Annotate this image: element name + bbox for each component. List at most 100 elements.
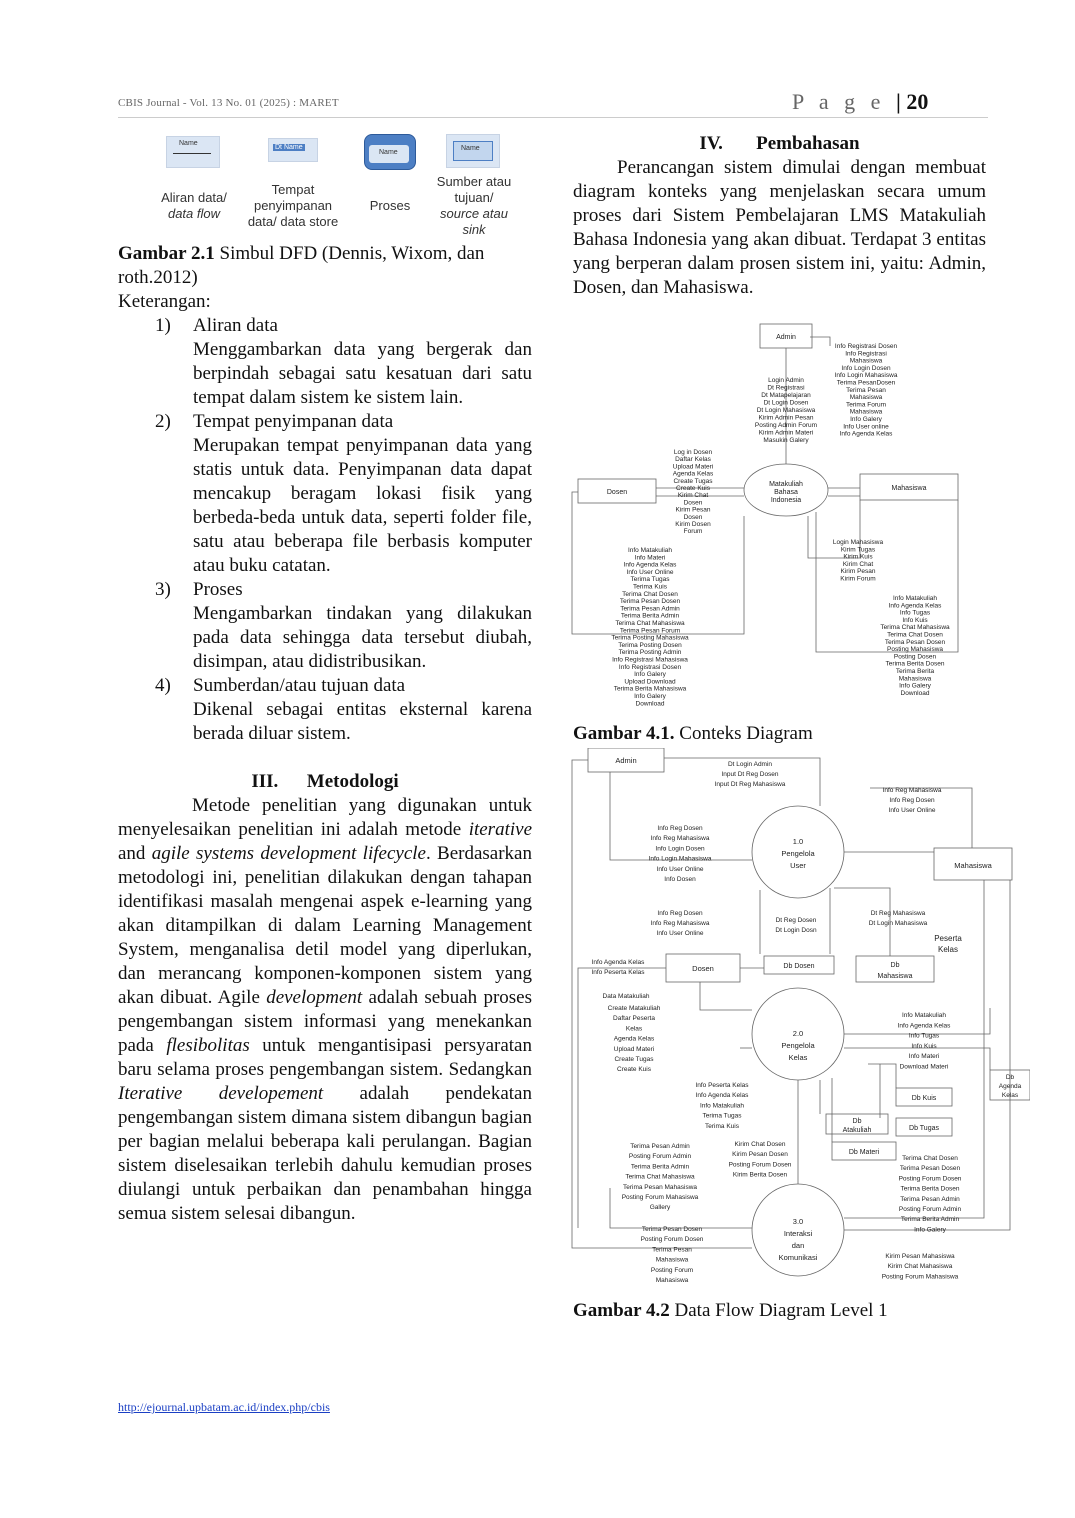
flow-label: Terima Pesan Mahasiswa <box>623 1184 697 1191</box>
flow-label: Kirim Dosen <box>675 521 711 528</box>
process-3-label: 3.0 <box>793 1217 803 1226</box>
flow-label: Upload Materi <box>614 1046 654 1053</box>
flow-label: Posting Forum <box>651 1267 693 1274</box>
flow-label: Terima Berita Admin <box>621 613 680 620</box>
store-label: Atakuliah <box>843 1127 872 1134</box>
flow-label: Info Login Dosen <box>655 845 705 852</box>
symbol-data-store: Dt Name <box>268 138 318 162</box>
process-2-label: Pengelola <box>781 1041 815 1050</box>
flow-label: Terima Tugas <box>630 576 670 583</box>
figure-2-1-caption: Gambar 2.1 Simbul DFD (Dennis, Wixom, da… <box>118 243 485 288</box>
flow-label: Download <box>636 700 665 707</box>
flow-label: Create Kuis <box>617 1066 652 1073</box>
flow-label: Info Matakuliah <box>628 547 672 554</box>
flow-label: Info Agenda Kelas <box>696 1092 750 1099</box>
process-1-label: 1.0 <box>793 837 803 846</box>
flow-label: Create Matakuliah <box>608 1005 661 1012</box>
flow-label: Dt Login Dosen <box>764 400 809 407</box>
arrow-line <box>173 153 211 154</box>
flow-label: Info Agenda Kelas <box>592 959 646 966</box>
flow-label: Info Login Mahasiswa <box>835 372 898 379</box>
flow-label: Dt Matapelajaran <box>761 392 811 399</box>
process-3-label: dan <box>792 1241 805 1250</box>
section-4-paragraph: Perancangan sistem dimulai dengan membua… <box>573 157 986 298</box>
process-1-label: User <box>790 861 806 870</box>
flow-label: Terima Chat Dosen <box>622 591 678 598</box>
flow-label: Posting Forum Dosen <box>899 1175 962 1182</box>
flow-label: Terima Posting Dosen <box>618 642 682 649</box>
flow-label: Upload Materi <box>673 463 713 470</box>
flow-label: Terima Pesan Admin <box>630 1143 690 1150</box>
flow-label: Posting Forum Mahasiswa <box>622 1194 699 1201</box>
flow-label: Terima Berita Admin <box>901 1216 960 1223</box>
flow-label: Info Agenda Kelas <box>840 431 894 438</box>
flow-label: Kirim Forum <box>840 576 875 583</box>
flow-label: Terima Pesan <box>846 387 886 394</box>
flow-label: Terima Pesan Dosen <box>642 1226 703 1233</box>
peserta-kelas-label: Kelas <box>938 945 958 954</box>
flow-label: Kirim Admin Pesan <box>759 415 814 422</box>
flow-label: Create Tugas <box>614 1056 654 1063</box>
flow-label: Info Login Dosen <box>841 365 891 372</box>
flow-label: Mahasiswa <box>656 1277 689 1284</box>
store-label: Mahasiswa <box>877 973 912 980</box>
flow-label: Info Galery <box>634 693 667 700</box>
flow-label: Info Materi <box>635 554 666 561</box>
flow-label: Masukin Galery <box>763 437 809 444</box>
flow-label: Terima Berita Dosen <box>886 661 945 668</box>
store-label: Db Dosen <box>783 963 814 970</box>
figure-2-1: Name Dt Name Name Name Aliran data/data … <box>118 130 532 240</box>
page-indicator: P a g e | 20 <box>792 89 928 115</box>
store-label: Agenda <box>999 1083 1022 1090</box>
label-data-flow: Aliran data/data flow <box>161 190 227 221</box>
flow-label: Info User Online <box>657 866 704 873</box>
flow-label: Terima Chat Dosen <box>902 1155 958 1162</box>
journal-header: CBIS Journal - Vol. 13 No. 01 (2025) : M… <box>118 97 339 109</box>
flow-label: Info Reg Mahasiswa <box>883 787 942 794</box>
flow-label: Kirim Pesan <box>675 507 710 514</box>
flow-label: Terima Chat Mahasiswa <box>625 1174 695 1181</box>
symbol-data-flow: Name <box>166 136 220 168</box>
symbol-chip-label: Name <box>179 140 198 147</box>
flow-label: Create Tugas <box>673 478 713 485</box>
flow-label: Info Galery <box>899 683 932 690</box>
flow-label: Mahasiswa <box>850 394 883 401</box>
flow-label: Agenda Kelas <box>614 1036 655 1043</box>
peserta-kelas-label: Peserta <box>934 934 962 943</box>
flow-label: Info Reg Dosen <box>657 825 703 832</box>
flow-label: Info Reg Mahasiswa <box>651 920 710 927</box>
entity-dosen-box <box>577 478 657 504</box>
flow-label: Terima Pesan Dosen <box>900 1165 961 1172</box>
flow-label: Dt Login Admin <box>728 761 772 768</box>
flow-label: Info Registrasi Dosen <box>619 664 682 671</box>
symbol-chip-label: Dt Name <box>273 144 305 151</box>
flow-label: Terima Posting Admin <box>619 649 682 656</box>
store-db-dosen <box>763 955 835 975</box>
left-column: Gambar 2.1 Simbul DFD (Dennis, Wixom, da… <box>118 242 532 1226</box>
store-label: Db <box>853 1118 862 1125</box>
flow-label: Posting Forum Dosen <box>729 1161 792 1168</box>
flow-label: Info User online <box>843 423 889 430</box>
flow-label: Terima Tugas <box>702 1113 742 1120</box>
store-db-atakuliah <box>825 1113 889 1135</box>
flow-label: Terima Berita Mahasiswa <box>614 686 687 693</box>
flow-label: Dt Login Mahasiswa <box>757 407 816 414</box>
data-matakuliah-label: Data Matakuliah <box>603 993 650 1000</box>
flow-label: Info Tugas <box>909 1033 940 1040</box>
list-item: 3) Proses Mengambarkan tindakan yang dil… <box>155 579 532 672</box>
flow-label: Terima Berita Admin <box>631 1163 690 1170</box>
process-2-label: 2.0 <box>793 1029 803 1038</box>
dosen-label: Dosen <box>692 964 714 973</box>
process-3-label: Komunikasi <box>779 1253 818 1262</box>
flow-label: Agenda Kelas <box>673 471 714 478</box>
flow-label: Kirim Chat <box>843 561 874 568</box>
process-label-1: Matakuliah <box>769 481 803 488</box>
list-item: 2) Tempat penyimpanan data Merupakan tem… <box>155 411 532 576</box>
list-item: 4) Sumberdan/atau tujuan data Dikenal se… <box>155 675 532 744</box>
flow-label: Terima Kuis <box>705 1123 740 1130</box>
journal-link[interactable]: http://ejournal.upbatam.ac.id/index.php/… <box>118 1400 330 1414</box>
flow-label: Dosen <box>684 499 703 506</box>
flow-label: Daftar Kelas <box>675 456 712 463</box>
